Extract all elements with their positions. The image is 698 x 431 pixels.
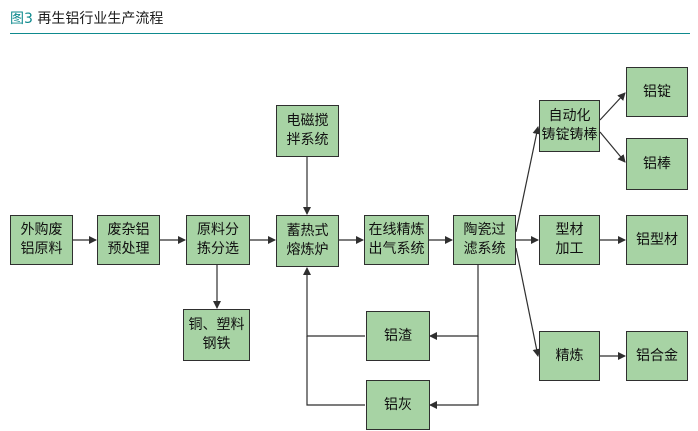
edge-filter-to-casting <box>515 126 541 233</box>
node-aluminum-profile: 铝型材 <box>626 215 688 265</box>
node-aluminum-dross: 铝渣 <box>366 311 430 361</box>
edge-casting-to-rod <box>599 131 626 163</box>
edge-filter-to-dross <box>429 265 479 340</box>
figure-label: 图3 <box>10 11 33 27</box>
node-waste-aluminum-pretreatment: 废杂铝 预处理 <box>97 215 160 265</box>
node-ceramic-filter: 陶瓷过 滤系统 <box>453 215 516 265</box>
edge-dross-to-furnace <box>303 267 365 337</box>
node-aluminum-ash: 铝灰 <box>366 380 430 430</box>
edge-ash-to-furnace <box>306 336 365 406</box>
node-aluminum-alloy: 铝合金 <box>626 331 688 381</box>
figure-title: 图3 再生铝行业生产流程 <box>10 8 163 28</box>
node-auto-casting: 自动化 铸锭铸棒 <box>539 100 600 152</box>
title-rule <box>10 33 690 34</box>
edge-filter-to-alloy-refining <box>515 247 541 357</box>
node-profile-processing: 型材 加工 <box>539 215 600 265</box>
node-copper-plastic-steel: 铜、塑料 钢铁 <box>183 309 250 361</box>
node-online-refining-degassing: 在线精炼 出气系统 <box>364 215 429 265</box>
node-regenerative-furnace: 蓄热式 熔炼炉 <box>276 215 339 267</box>
node-aluminum-ingot: 铝锭 <box>626 67 688 117</box>
edge-filter-to-ash <box>429 336 479 409</box>
edge-casting-to-ingot <box>599 92 626 121</box>
figure-title-text: 再生铝行业生产流程 <box>37 11 164 27</box>
node-aluminum-rod: 铝棒 <box>626 138 688 190</box>
node-alloy-refining: 精炼 <box>539 331 600 381</box>
node-raw-material-sorting: 原料分 拣分选 <box>186 215 250 265</box>
node-waste-aluminum-purchase: 外购废 铝原料 <box>10 215 73 265</box>
node-electromagnetic-stirring: 电磁搅 拌系统 <box>276 105 339 157</box>
